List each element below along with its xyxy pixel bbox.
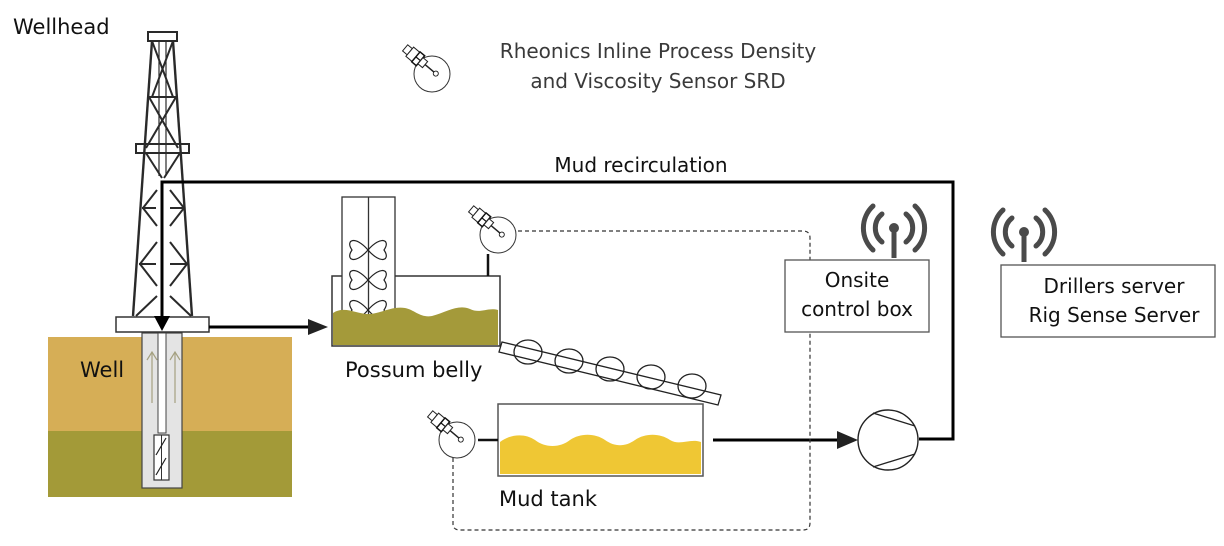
pump-icon bbox=[857, 409, 919, 471]
server-antenna-icon bbox=[993, 210, 1054, 262]
onsite-label-line2: control box bbox=[801, 297, 913, 321]
possum-belly-sensor-icon[interactable] bbox=[466, 203, 517, 254]
mud-tank bbox=[478, 403, 704, 477]
arrow-into-well bbox=[154, 316, 170, 331]
possum-belly-tank bbox=[331, 196, 501, 347]
recirculation-pipe bbox=[160, 180, 955, 441]
legend-title-line1: Rheonics Inline Process Density bbox=[500, 39, 817, 63]
mud-tank-label: Mud tank bbox=[499, 487, 598, 511]
onsite-control-box[interactable] bbox=[784, 259, 930, 333]
arrow-into-possum-belly bbox=[308, 319, 328, 335]
shale-shaker-conveyor bbox=[498, 339, 722, 406]
mud-tank-sensor-icon[interactable] bbox=[425, 408, 476, 459]
signal-line-possum-sensor bbox=[518, 230, 811, 262]
signal-line-tank-sensor bbox=[452, 331, 811, 531]
possum-belly-mud bbox=[333, 307, 498, 345]
mud-recirculation-label: Mud recirculation bbox=[554, 153, 727, 177]
arrow-into-pump bbox=[837, 431, 858, 449]
server-label-line1: Drillers server bbox=[1044, 274, 1186, 298]
onsite-label-line1: Onsite bbox=[825, 268, 890, 292]
possum-belly-label: Possum belly bbox=[345, 358, 482, 382]
server-label-line2: Rig Sense Server bbox=[1029, 303, 1201, 327]
legend-sensor-icon bbox=[400, 42, 451, 93]
legend-title-line2: and Viscosity Sensor SRD bbox=[530, 69, 785, 93]
wellhead-label: Wellhead bbox=[13, 15, 110, 39]
derrick-tower-icon bbox=[131, 31, 194, 317]
drillers-server-box[interactable] bbox=[1000, 264, 1216, 338]
mud-tank-fill bbox=[500, 434, 701, 474]
drill-bit-icon bbox=[153, 434, 170, 481]
well-label: Well bbox=[80, 358, 124, 382]
onsite-antenna-icon bbox=[863, 206, 924, 258]
